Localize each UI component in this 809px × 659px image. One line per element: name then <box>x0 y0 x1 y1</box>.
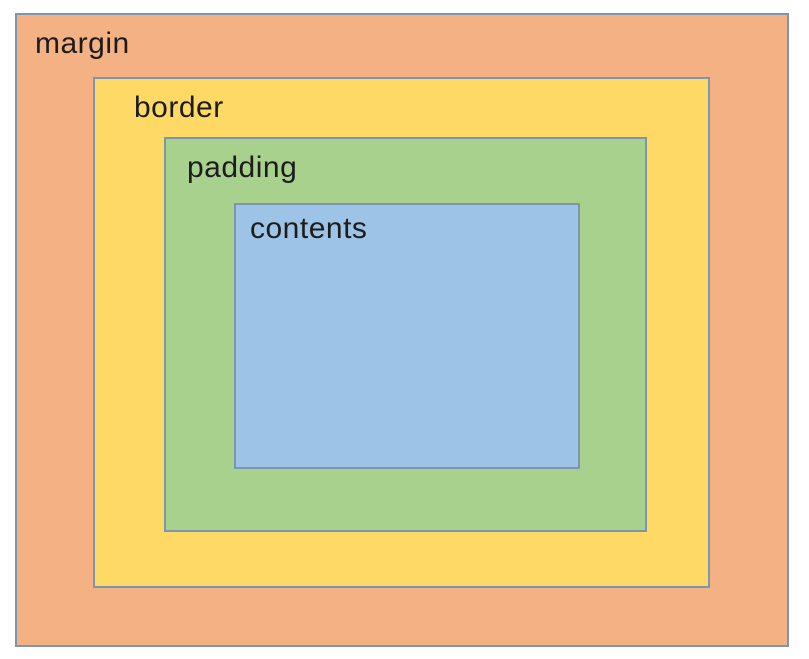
contents-box: contents <box>234 203 580 469</box>
border-box: border padding contents <box>93 77 710 588</box>
margin-box: margin border padding contents <box>15 13 789 647</box>
border-label: border <box>134 91 224 124</box>
padding-box: padding contents <box>164 137 647 532</box>
padding-label: padding <box>187 151 298 184</box>
margin-label: margin <box>35 27 130 60</box>
contents-label: contents <box>250 212 368 245</box>
